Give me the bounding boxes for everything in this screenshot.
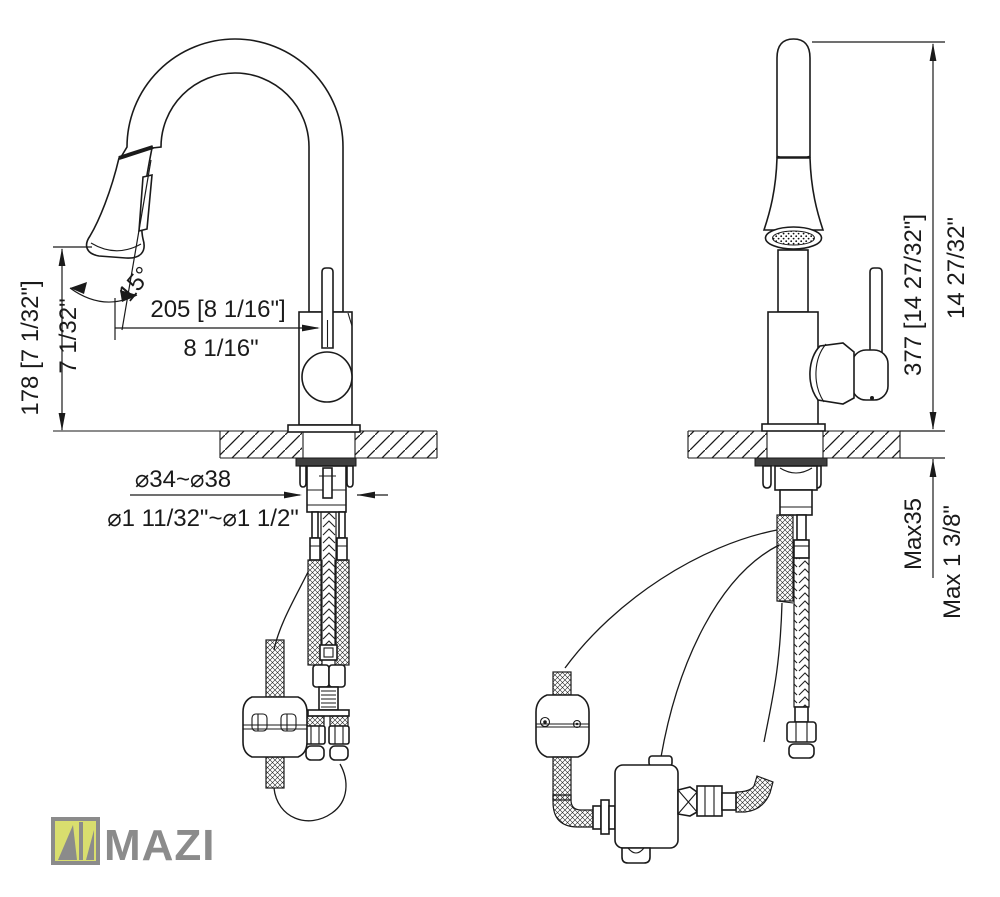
spout-front [762, 38, 825, 313]
dim-hole-imperial: ⌀1 11/32"~⌀1 1/2" [107, 505, 299, 532]
handle-pivot-circle [301, 351, 353, 403]
dim-reach-metric: 205 [8 1/16"] [150, 296, 285, 323]
spray-head-clip [138, 173, 153, 233]
counter-right [687, 430, 901, 459]
faucet-body-side [287, 267, 361, 433]
under-counter-left [273, 457, 357, 822]
dim-counter-imperial: Max 1 3/8" [939, 505, 966, 619]
dimensions-right: 377 [14 27/32"] 14 27/32" Max35 Max 1 3/… [812, 41, 970, 619]
counter-left [53, 430, 438, 459]
dim-height-metric: 178 [7 1/32"] [17, 280, 44, 415]
under-counter-right [564, 457, 828, 759]
handle-rod-side [321, 267, 334, 349]
spray-head-side [85, 145, 154, 259]
dim-total-height-metric: 377 [14 27/32"] [900, 214, 927, 376]
handle-joint-front [809, 342, 855, 405]
gooseneck-spout [119, 38, 344, 313]
dim-reach-imperial: 8 1/16" [183, 335, 258, 362]
dim-hole-metric: ⌀34~⌀38 [135, 466, 231, 493]
dim-height-imperial: 7 1/32" [55, 298, 82, 373]
base-flange-side [287, 424, 361, 433]
hose-weight-front [535, 671, 594, 828]
dim-counter-metric: Max35 [900, 498, 927, 570]
outlet-elbow-hose [735, 775, 774, 813]
faucet-front-view: 377 [14 27/32"] 14 27/32" Max35 Max 1 3/… [535, 38, 970, 864]
base-flange-front [761, 423, 826, 432]
control-box [592, 755, 774, 864]
faucet-side-view: 178 [7 1/32"] 7 1/32" 15° 205 [8 1/16"] … [17, 38, 438, 822]
faucet-body-front [761, 267, 889, 432]
brand-logo: MAZI [51, 817, 216, 870]
hose-weight-side [242, 639, 308, 789]
logo-brand-text: MAZI [104, 821, 216, 870]
handle-lever-front [869, 267, 883, 353]
dim-total-height-imperial: 14 27/32" [943, 217, 970, 319]
